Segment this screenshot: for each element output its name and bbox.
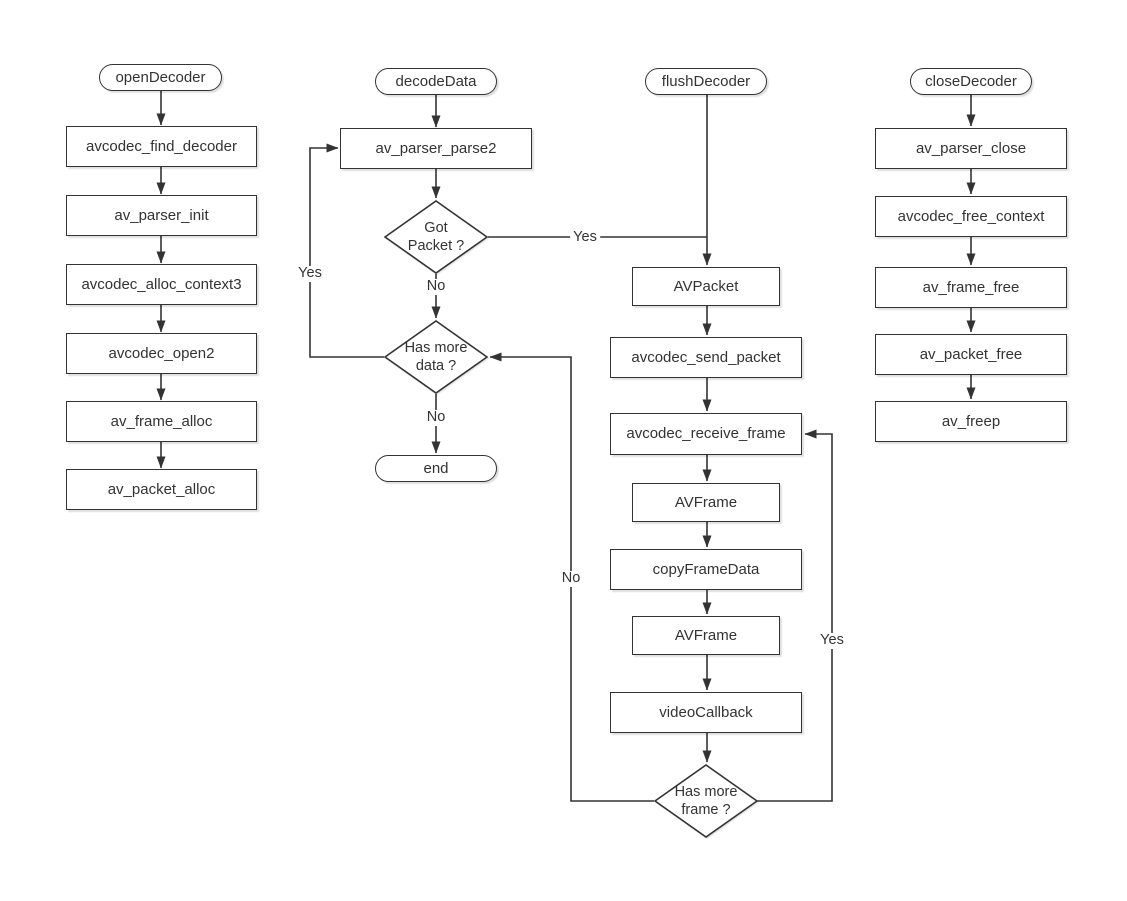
node-avcodec-receive-frame: avcodec_receive_frame — [610, 413, 802, 455]
node-end: end — [375, 455, 497, 482]
node-av-packet-free: av_packet_free — [875, 334, 1067, 375]
edge-label-has-more-frame-yes: Yes — [817, 632, 847, 649]
node-got-packet-decision: Got Packet ? — [384, 200, 488, 274]
node-avcodec-open2: avcodec_open2 — [66, 333, 257, 374]
node-av-frame-alloc: av_frame_alloc — [66, 401, 257, 442]
node-av-parser-parse2: av_parser_parse2 — [340, 128, 532, 169]
decision-label: Has more frame ? — [674, 783, 738, 818]
edge-label-has-more-data-yes: Yes — [295, 265, 325, 282]
edge-label-has-more-frame-no: No — [558, 570, 584, 587]
node-avcodec-alloc-context3: avcodec_alloc_context3 — [66, 264, 257, 305]
node-video-callback: videoCallback — [610, 692, 802, 733]
diamond-shape — [384, 320, 488, 394]
node-copy-frame-data: copyFrameData — [610, 549, 802, 590]
edge-label-got-packet-no: No — [423, 278, 449, 295]
node-avframe-top: AVFrame — [632, 483, 780, 522]
node-avcodec-send-packet: avcodec_send_packet — [610, 337, 802, 378]
node-close-decoder: closeDecoder — [910, 68, 1032, 95]
node-avcodec-find-decoder: avcodec_find_decoder — [66, 126, 257, 167]
decision-label: Has more data ? — [404, 339, 468, 374]
node-flush-decoder: flushDecoder — [645, 68, 767, 95]
diamond-shape — [384, 200, 488, 274]
node-decode-data: decodeData — [375, 68, 497, 95]
edge-label-has-more-data-no: No — [423, 409, 449, 426]
node-open-decoder: openDecoder — [99, 64, 222, 91]
node-av-frame-free: av_frame_free — [875, 267, 1067, 308]
diamond-shape — [654, 764, 758, 838]
node-avframe-bottom: AVFrame — [632, 616, 780, 655]
node-has-more-frame-decision: Has more frame ? — [654, 764, 758, 838]
node-has-more-data-decision: Has more data ? — [384, 320, 488, 394]
node-avcodec-free-context: avcodec_free_context — [875, 196, 1067, 237]
node-av-freep: av_freep — [875, 401, 1067, 442]
decision-label: Got Packet ? — [407, 219, 465, 254]
edge-has-more-frame-yes-to-receive-frame — [756, 429, 833, 802]
edge-label-got-packet-yes: Yes — [570, 229, 600, 246]
node-av-packet-alloc: av_packet_alloc — [66, 469, 257, 510]
node-av-parser-init: av_parser_init — [66, 195, 257, 236]
node-avpacket: AVPacket — [632, 267, 780, 306]
node-av-parser-close: av_parser_close — [875, 128, 1067, 169]
edge-has-more-data-yes-to-parser-parse2 — [309, 143, 384, 358]
